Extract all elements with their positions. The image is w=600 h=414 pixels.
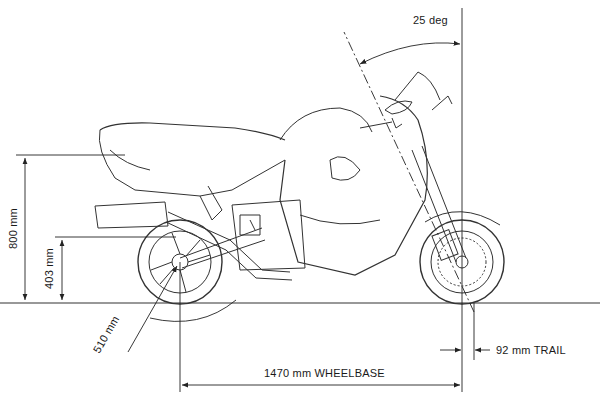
rear-spokes xyxy=(151,233,210,292)
fairing-vent xyxy=(330,157,360,181)
exhaust-pipe xyxy=(166,212,292,280)
fuel-tank xyxy=(280,108,372,140)
brake-caliper xyxy=(432,230,458,261)
dimension-label: 800 mm xyxy=(7,206,20,251)
tail-light xyxy=(110,150,150,170)
dimension-line xyxy=(475,350,490,351)
ground-line xyxy=(0,302,600,303)
arc-line xyxy=(150,300,236,321)
extension-line xyxy=(180,262,181,392)
dimension-line xyxy=(182,385,460,386)
extension-line xyxy=(55,237,176,238)
rear-hanger xyxy=(200,186,222,220)
headlight xyxy=(432,96,452,110)
dimension-label: 510 mm xyxy=(90,312,124,357)
dimension-label: 25 deg xyxy=(411,14,450,27)
extension-line xyxy=(474,303,475,360)
extension-line xyxy=(16,155,125,156)
front-fork xyxy=(412,146,466,262)
leader-line xyxy=(128,266,177,352)
dimension-label: 92 mm TRAIL xyxy=(494,344,568,357)
tail-cowl xyxy=(99,130,285,196)
vertical-reference xyxy=(462,8,463,392)
silencer xyxy=(95,202,168,228)
dimension-line xyxy=(25,158,26,300)
engine xyxy=(232,200,305,270)
motorcycle xyxy=(95,72,504,304)
dimension-line xyxy=(440,350,461,351)
windscreen xyxy=(395,72,440,100)
dimension-lines xyxy=(16,8,490,392)
handlebar xyxy=(360,118,402,128)
front-fender xyxy=(425,212,500,225)
steering-axis xyxy=(344,32,474,312)
dimension-label: 403 mm xyxy=(43,246,56,291)
fairing-line xyxy=(300,215,380,224)
engine-detail xyxy=(240,215,260,235)
seat xyxy=(100,123,285,140)
fairing xyxy=(280,96,427,275)
dimension-line xyxy=(62,240,63,300)
mirror xyxy=(385,101,412,114)
dimension-label: 1470 mm WHEELBASE xyxy=(262,367,387,380)
angle-arc xyxy=(360,43,460,64)
